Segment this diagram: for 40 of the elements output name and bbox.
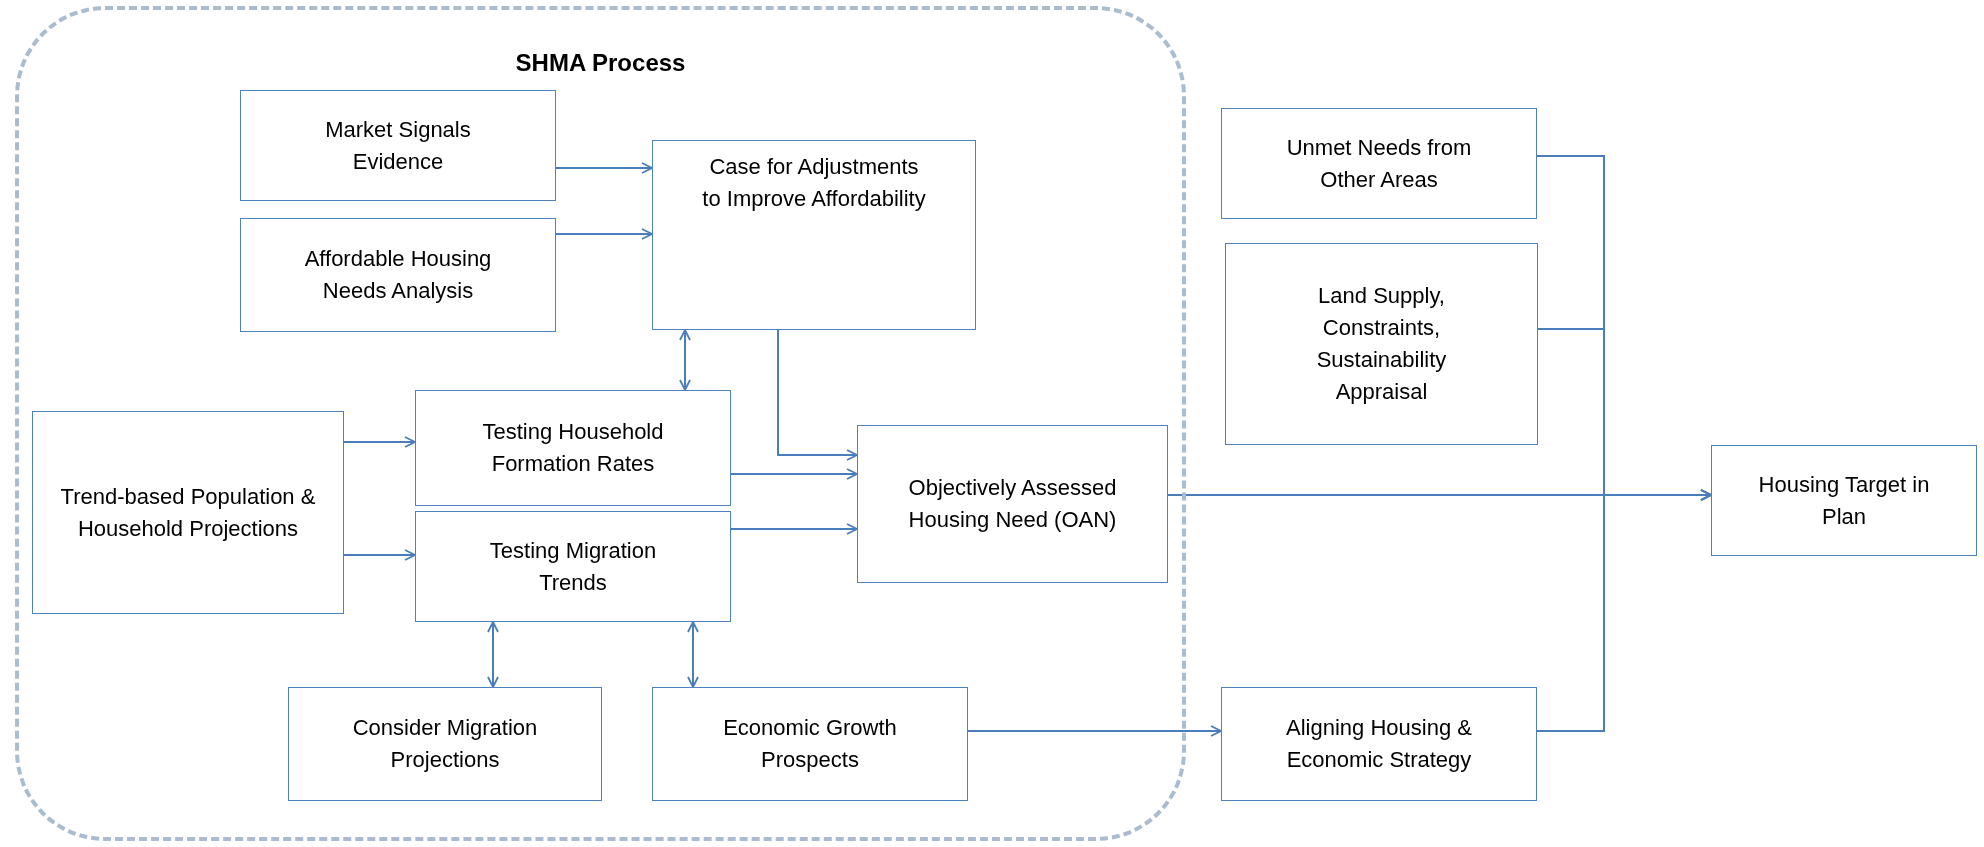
process-box [288, 687, 602, 801]
arrow [343, 436, 416, 448]
process-box [1221, 108, 1537, 219]
arrow [777, 329, 858, 461]
process-box [1225, 243, 1538, 445]
box-label: Objectively Assessed Housing Need (OAN) [907, 474, 1118, 534]
process-box [415, 390, 731, 506]
process-box [240, 90, 556, 201]
box-label: Land Supply, Constraints, Sustainability Appraisal [1315, 282, 1448, 406]
box-label: Trend-based Population & Household Projections [59, 482, 317, 543]
process-box [652, 140, 976, 330]
process-box [415, 511, 731, 622]
box-label: Market Signals Evidence [324, 115, 472, 176]
process-box [240, 218, 556, 332]
arrow [487, 621, 499, 688]
process-box [1221, 687, 1537, 801]
box-label: Unmet Needs from Other Areas [1285, 133, 1473, 194]
process-box [1711, 445, 1977, 556]
group-title: SHMA Process [514, 48, 687, 78]
box-label: Economic Growth Prospects [722, 714, 898, 774]
arrow [343, 549, 416, 561]
box-label: Housing Target in Plan [1758, 470, 1930, 531]
box-label: Testing Household Formation Rates [481, 418, 665, 478]
group-boundary [15, 6, 1186, 841]
arrow [730, 468, 858, 480]
box-label: Testing Migration Trends [488, 536, 658, 597]
arrow [967, 725, 1222, 737]
box-label: Affordable Housing Needs Analysis [303, 245, 493, 305]
process-box [32, 411, 344, 614]
arrow [1536, 489, 1712, 732]
arrow [687, 621, 699, 688]
arrow [555, 162, 653, 174]
process-box [652, 687, 968, 801]
box-label: Aligning Housing & Economic Strategy [1285, 714, 1473, 774]
arrow [730, 523, 858, 535]
arrow [555, 228, 653, 240]
process-box [857, 425, 1168, 583]
box-label: Case for Adjustments to Improve Affordability [701, 153, 927, 213]
box-label: Consider Migration Projections [351, 714, 539, 774]
arrow [679, 329, 691, 391]
